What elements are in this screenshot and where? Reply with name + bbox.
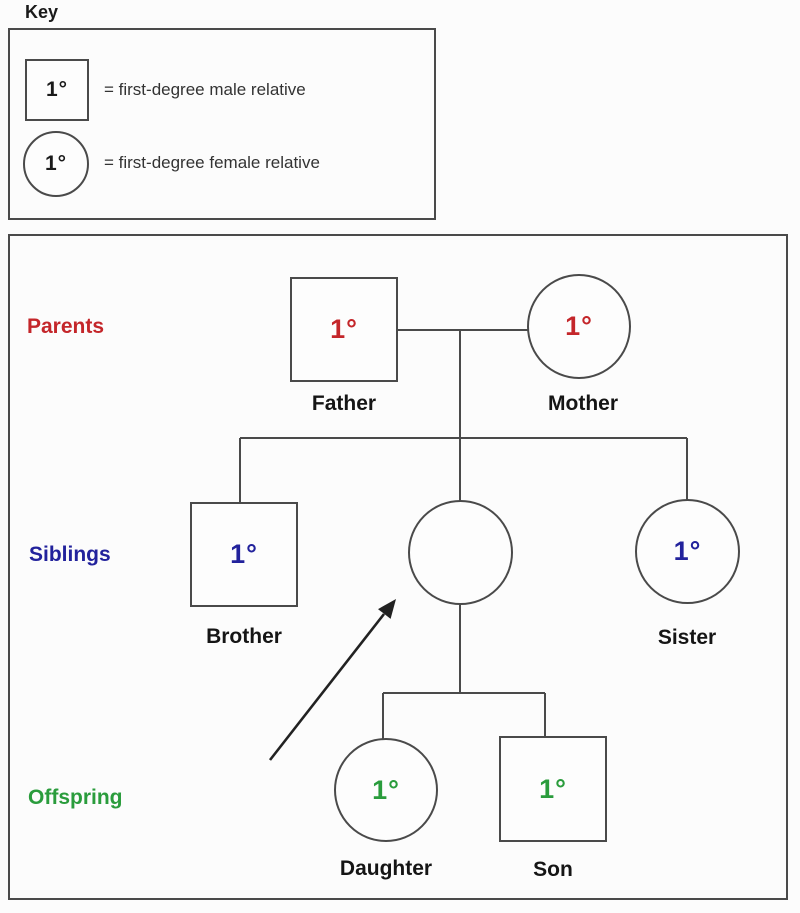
- son-square: 1°: [499, 736, 607, 842]
- sister-label: Sister: [657, 626, 717, 649]
- son-label: Son: [533, 858, 573, 881]
- father-square: 1°: [290, 277, 398, 382]
- son-symbol: 1°: [539, 773, 567, 804]
- mother-label: Mother: [548, 392, 618, 415]
- sister-symbol: 1°: [673, 536, 702, 566]
- row-label-siblings: Siblings: [29, 543, 111, 566]
- mother-circle: 1°: [527, 274, 631, 379]
- key-female-symbol: 1°: [44, 152, 68, 175]
- proband-circle: [408, 500, 513, 605]
- key-female-circle-icon: 1°: [23, 131, 89, 197]
- brother-symbol: 1°: [230, 539, 258, 569]
- key-title: Key: [25, 2, 59, 22]
- key-male-label: = first-degree male relative: [104, 80, 306, 99]
- father-label: Father: [311, 392, 377, 415]
- key-male-symbol: 1°: [45, 78, 69, 101]
- daughter-symbol: 1°: [372, 774, 400, 805]
- brother-square: 1°: [190, 502, 298, 607]
- brother-label: Brother: [206, 625, 282, 648]
- key-box: [8, 28, 436, 220]
- mother-symbol: 1°: [565, 311, 593, 341]
- daughter-label: Daughter: [339, 857, 433, 880]
- row-label-offspring: Offspring: [28, 786, 123, 809]
- daughter-circle: 1°: [334, 738, 438, 842]
- key-female-label: = first-degree female relative: [104, 153, 320, 172]
- father-symbol: 1°: [330, 314, 358, 344]
- family-tree-box: [8, 234, 788, 900]
- key-male-square-icon: 1°: [25, 59, 89, 121]
- sister-circle: 1°: [635, 499, 740, 604]
- row-label-parents: Parents: [27, 315, 105, 338]
